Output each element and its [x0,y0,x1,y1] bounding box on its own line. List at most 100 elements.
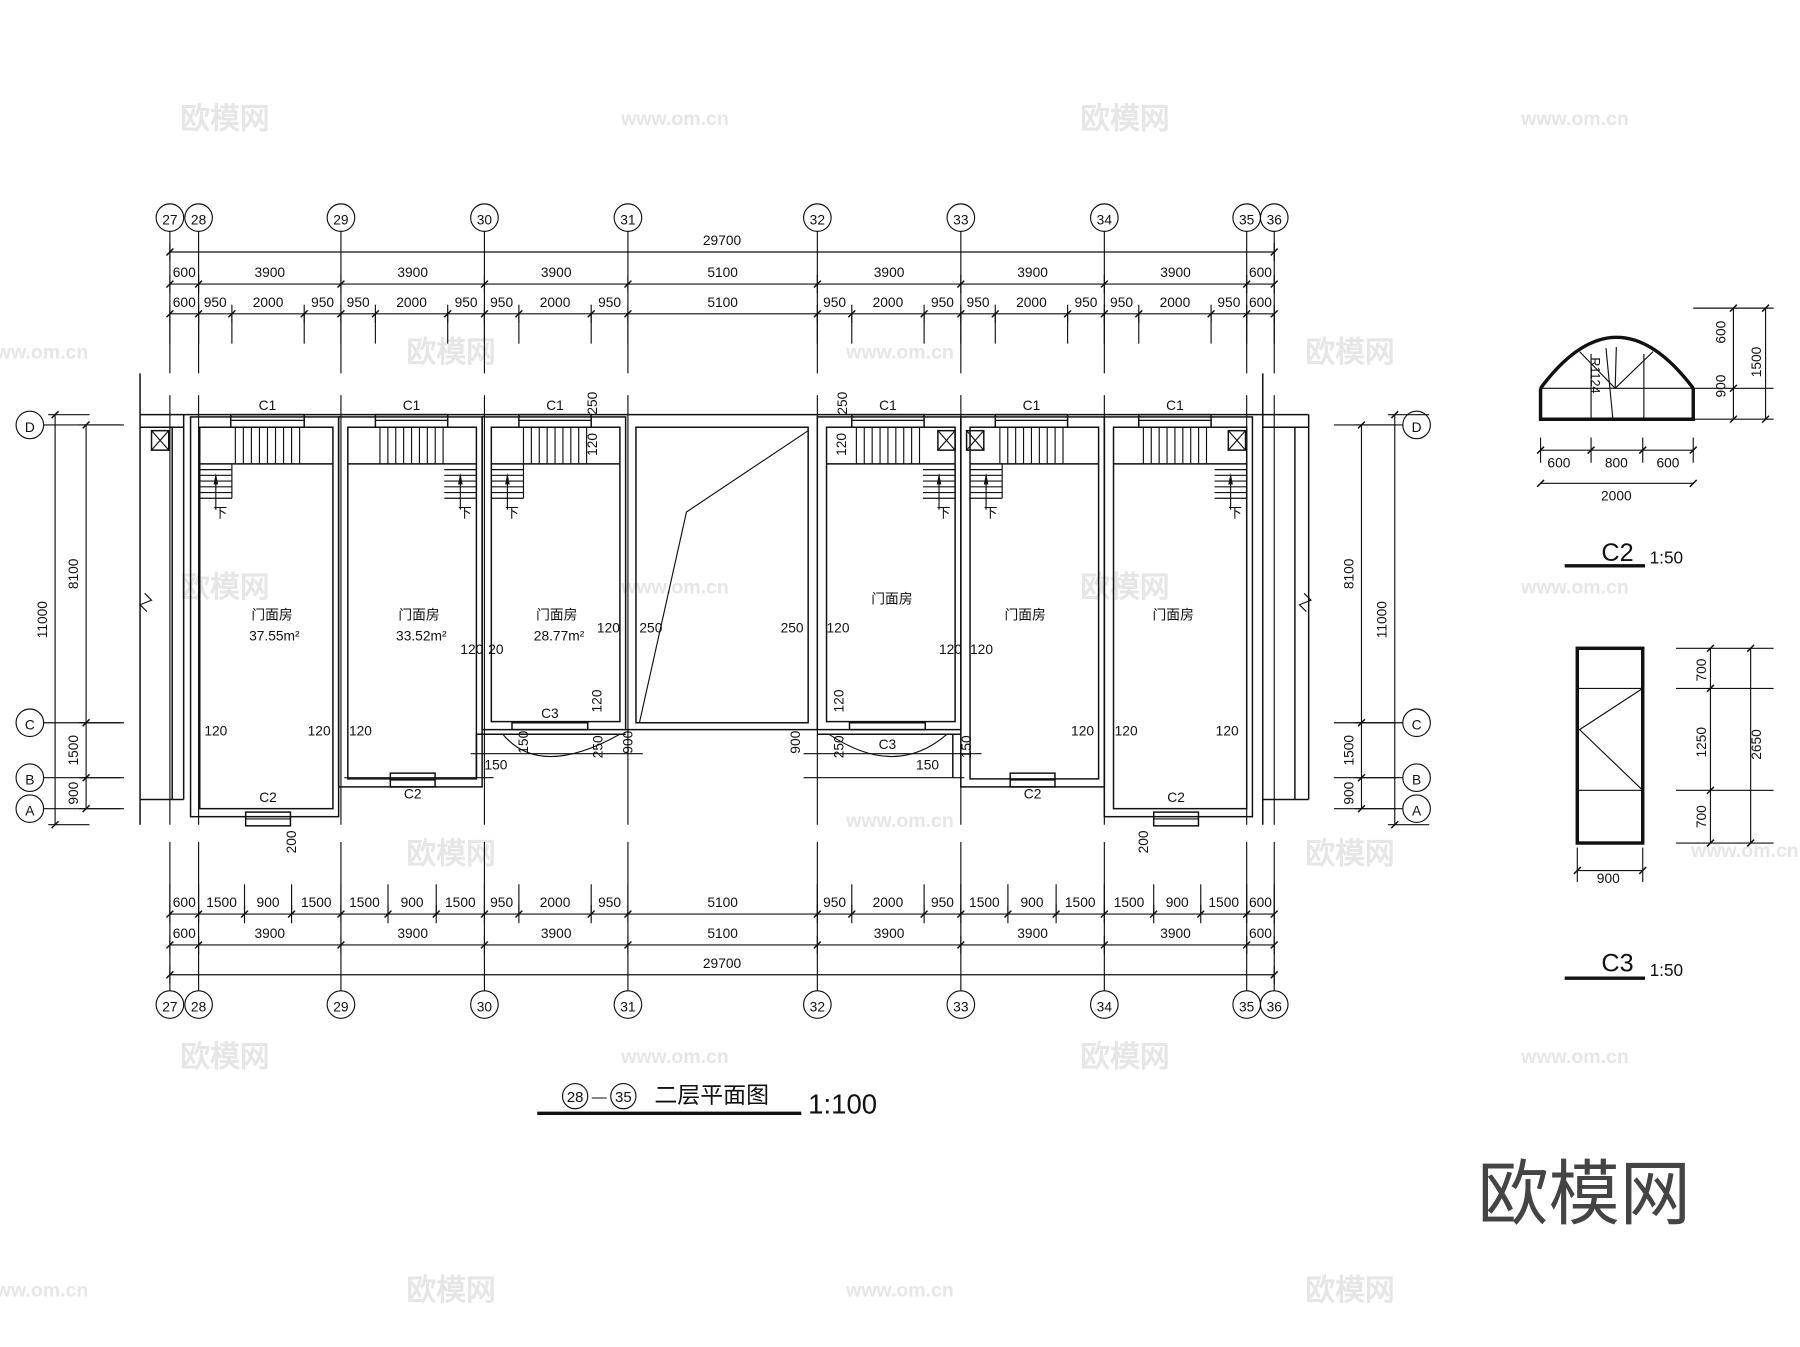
c2-width-label: 800 [1605,455,1628,470]
grid-label-column: 32 [810,999,825,1014]
dimension-opening: 2000 [1160,295,1191,310]
dimension-opening: 1500 [445,895,476,910]
stair-arrow-head [936,473,942,485]
interior-dimension: 250 [835,391,850,414]
dimension-opening: 950 [1074,295,1097,310]
interior-dimension: 150 [484,758,507,773]
dimension-vertical: 11000 [1375,601,1390,639]
c3-height-label: 700 [1694,658,1709,681]
dimension-vertical: 900 [66,781,81,804]
stair-down-label: 下 [458,506,472,521]
c3-frame [1575,646,1645,845]
c3-scale: 1:50 [1650,960,1683,980]
c2-frame-outline [1538,388,1695,421]
room-area: 33.52m² [396,628,447,643]
grid-label-row: D [25,420,35,435]
dimension-opening: 950 [823,295,846,310]
c3-opening-mark [1578,687,1644,791]
dimension-vertical: 8100 [66,558,81,589]
grid-label-row: C [1412,718,1422,733]
grid-label-column: 27 [162,213,177,228]
grid-label-column: 27 [162,999,177,1014]
c2-scale: 1:50 [1650,548,1683,568]
watermark-url: www.om.cn [845,810,954,832]
dimension-opening: 5100 [707,895,738,910]
interior-dimension: 150 [959,735,974,758]
stair-down-label: 下 [984,506,998,521]
interior-dimension: 250 [832,735,847,758]
grid-label-row: C [25,718,35,733]
window-tag-c2: C2 [259,790,277,805]
room-wall-inner [825,426,956,723]
title-axis-from: 28 [567,1090,584,1106]
c2-height-label: 600 [1713,320,1728,343]
window-c3 [848,722,927,731]
grid-label-column: 36 [1267,999,1283,1014]
grid-label-row: A [1412,804,1422,819]
door-swing [828,733,948,758]
dimension-tick [1536,479,1545,488]
watermark-url: www.om.cn [0,1280,88,1302]
watermark-url: www.om.cn [620,1046,729,1068]
window-tag-c1: C1 [403,398,421,413]
room-name: 门面房 [1004,608,1045,623]
title-axis-dash: — [592,1090,607,1106]
c2-arch-bar [1614,351,1654,389]
interior-dimension: 900 [621,730,636,753]
window-tag-c1: C1 [1166,398,1184,413]
dimension-tick [1746,839,1755,847]
dimension-bay: 3900 [1160,265,1191,280]
watermark-url: www.om.cn [1520,1046,1629,1068]
dimension-opening: 1500 [206,895,237,910]
watermark-url: www.om.cn [620,108,729,130]
c2-frame [1539,387,1694,420]
stair-down-label: 下 [1228,506,1242,521]
stair-arrow-head [458,473,463,485]
dimension-opening: 2000 [540,895,571,910]
dimension-opening: 950 [931,295,954,310]
dimension-vertical: 1500 [1341,735,1356,766]
watermark-layer: 欧模网欧模网欧模网欧模网欧模网欧模网欧模网欧模网欧模网欧模网欧模网欧模网www.… [0,102,1799,1307]
c2-width-label: 600 [1656,455,1679,470]
interior-dimension: 120 [585,433,600,456]
grid-label-column: 34 [1097,213,1113,228]
grid-label-column: 33 [953,999,969,1014]
window-detail-c2: R1124 600 800 600 2000 600 900 1500 C2 1… [1538,320,1764,568]
labels: 2727282829293030313132323333343435353636… [25,213,1422,1015]
watermark-logo: 欧模网 [406,336,495,369]
dimension-opening: 950 [1217,295,1240,310]
dimension-bay: 3900 [874,265,905,280]
stair-down-label: 下 [505,506,519,521]
watermark-url: www.om.cn [0,342,88,364]
vent-cross [1227,430,1246,451]
dimension-bay: 600 [173,926,196,941]
watermark-url: www.om.cn [1690,840,1799,862]
grid-label-column: 35 [1239,999,1255,1014]
window-tag-c1: C1 [259,398,277,413]
title-axis-to: 35 [615,1090,632,1106]
grid-label-column: 29 [333,999,348,1014]
dimension-opening: 5100 [707,295,738,310]
interior-dimension: 900 [788,730,803,753]
room-name: 门面房 [398,608,439,623]
dimension-vertical: 8100 [1341,558,1356,589]
watermark-url: www.om.cn [845,1280,954,1302]
dimension-bay: 5100 [707,265,738,280]
dimension-opening: 950 [455,295,478,310]
c2-total-height: 1500 [1749,346,1764,377]
void-wall [635,426,809,724]
window-tag-c1: C1 [546,398,564,413]
dimension-opening: 1500 [1208,895,1239,910]
grid-label-row: D [1412,420,1422,435]
dimension-opening: 600 [1249,295,1272,310]
window-tag-c1: C1 [879,398,897,413]
stair-arrow-head [983,473,989,485]
room-area: 37.55m² [249,628,300,643]
interior-dimension: 120 [590,689,605,712]
watermark-logo: 欧模网 [180,102,269,135]
dimension-opening: 600 [1249,895,1272,910]
grid-label-column: 32 [810,213,825,228]
interior-dimension: 120 [939,642,962,657]
break-mark [139,592,153,613]
